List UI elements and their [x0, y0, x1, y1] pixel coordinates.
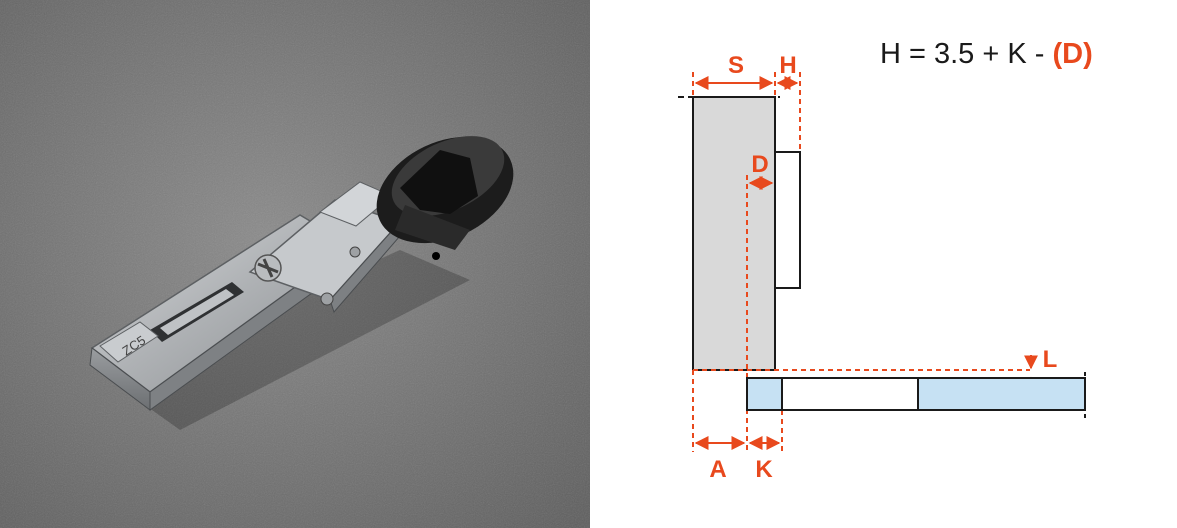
hinge-cup — [376, 136, 514, 260]
hinge-shadow — [110, 250, 470, 430]
label-k: K — [755, 456, 773, 483]
cabinet-side-panel — [692, 96, 776, 371]
label-a: A — [709, 456, 726, 483]
formula-prefix: H = 3.5 + K - — [880, 38, 1052, 70]
label-d: D — [751, 151, 768, 178]
label-s: S — [728, 52, 744, 79]
rivet-mid — [349, 246, 361, 258]
hinge-photo: ZC5 — [0, 0, 590, 528]
bottom-board — [746, 372, 1086, 420]
formula-highlight: (D) — [1052, 38, 1092, 70]
door-profile — [775, 151, 801, 289]
dimension-diagram: H = 3.5 + K - (D) S H D L A K — [678, 38, 1093, 483]
label-l: L — [1043, 346, 1058, 373]
formula: H = 3.5 + K - (D) — [880, 38, 1093, 70]
rivet-front — [320, 292, 334, 306]
label-h: H — [779, 52, 796, 79]
guide-lines — [692, 72, 1030, 452]
